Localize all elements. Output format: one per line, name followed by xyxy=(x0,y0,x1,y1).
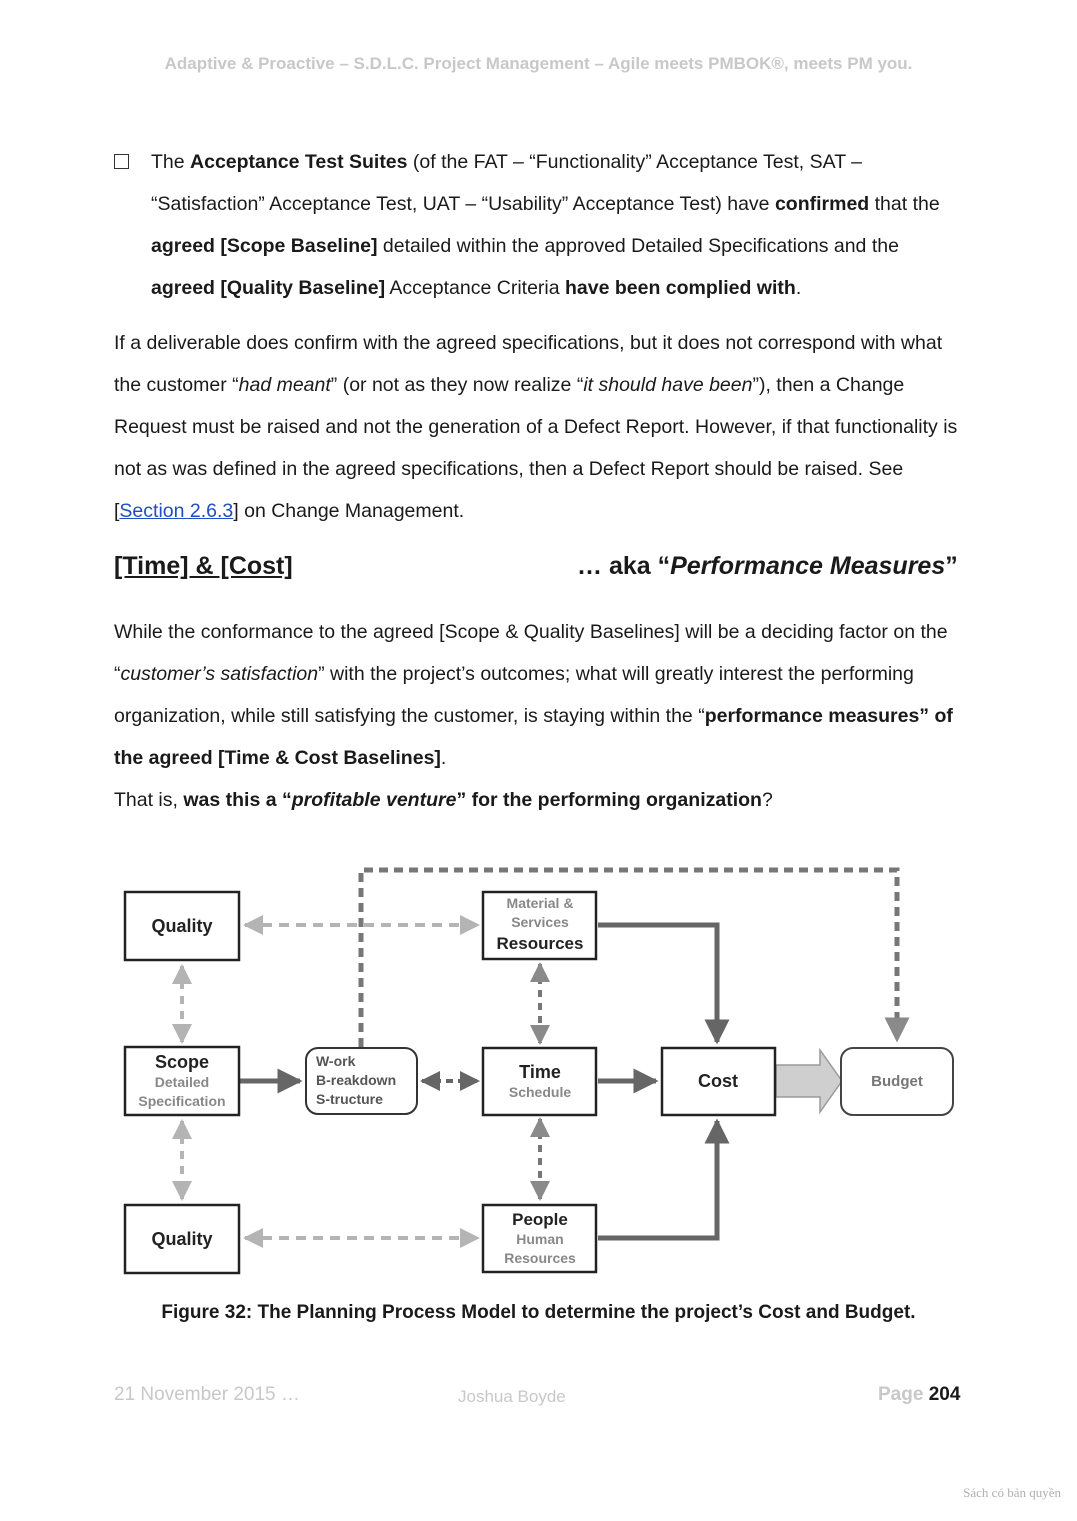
watermark: Sách có bản quyền xyxy=(963,1485,1061,1500)
people-sub2: Resources xyxy=(504,1250,576,1266)
section-heading-aka: … aka “Performance Measures” xyxy=(577,552,958,580)
quality-top-box: Quality xyxy=(123,890,241,962)
people-cost-arrow xyxy=(598,1118,730,1241)
wbs-box: W-ork B-reakdown S-tructure xyxy=(305,1047,418,1115)
time-title: Time xyxy=(519,1062,561,1082)
resources-box: Material & Services Resources xyxy=(481,890,598,961)
resources-cost-arrow xyxy=(598,922,730,1045)
section-link[interactable]: Section 2.6.3 xyxy=(119,500,234,522)
checkbox-icon xyxy=(114,154,129,169)
people-title: People xyxy=(512,1210,568,1229)
checklist-item: The Acceptance Test Suites (of the FAT –… xyxy=(114,141,964,309)
people-sub1: Human xyxy=(516,1231,563,1247)
resources-sub2: Services xyxy=(511,914,569,930)
footer-author: Joshua Boyde xyxy=(458,1387,566,1406)
footer-date: 21 November 2015 … xyxy=(114,1384,300,1405)
people-box: People Human Resources xyxy=(481,1203,598,1274)
cost-budget-arrow xyxy=(775,1047,843,1115)
paragraph-performance: While the conformance to the agreed [Sco… xyxy=(114,621,953,769)
wbs-to-budget-connector xyxy=(358,867,910,1047)
scope-sub2: Specification xyxy=(138,1093,225,1109)
running-header: Adaptive & Proactive – S.D.L.C. Project … xyxy=(164,54,913,73)
quality-bottom-box: Quality xyxy=(123,1203,241,1275)
paragraph-change-request: If a deliverable does confirm with the a… xyxy=(114,332,958,522)
wbs-line3: S-tructure xyxy=(316,1091,383,1107)
quality-top-label: Quality xyxy=(151,916,212,936)
figure-caption: Figure 32: The Planning Process Model to… xyxy=(161,1302,916,1323)
quality-bottom-label: Quality xyxy=(151,1229,212,1249)
scope-box: Scope Detailed Specification xyxy=(123,1045,241,1117)
scope-sub1: Detailed xyxy=(155,1074,209,1090)
paragraph-profitable: That is, was this a “profitable venture”… xyxy=(114,789,773,811)
budget-box: Budget xyxy=(840,1047,954,1116)
wbs-line1: W-ork xyxy=(316,1053,356,1069)
wbs-line2: B-reakdown xyxy=(316,1072,396,1088)
budget-label: Budget xyxy=(871,1073,923,1090)
cost-label: Cost xyxy=(698,1071,738,1091)
time-sub: Schedule xyxy=(509,1084,571,1100)
time-box: Time Schedule xyxy=(481,1046,598,1117)
footer-page: Page 204 xyxy=(878,1384,961,1405)
resources-title: Resources xyxy=(497,934,584,953)
section-heading: [Time] & [Cost] xyxy=(114,552,293,580)
page-number: 204 xyxy=(928,1384,961,1405)
scope-title: Scope xyxy=(155,1052,209,1072)
cost-box: Cost xyxy=(660,1046,777,1117)
checklist-item-text: The Acceptance Test Suites (of the FAT –… xyxy=(151,151,940,299)
resources-sub1: Material & xyxy=(507,895,574,911)
